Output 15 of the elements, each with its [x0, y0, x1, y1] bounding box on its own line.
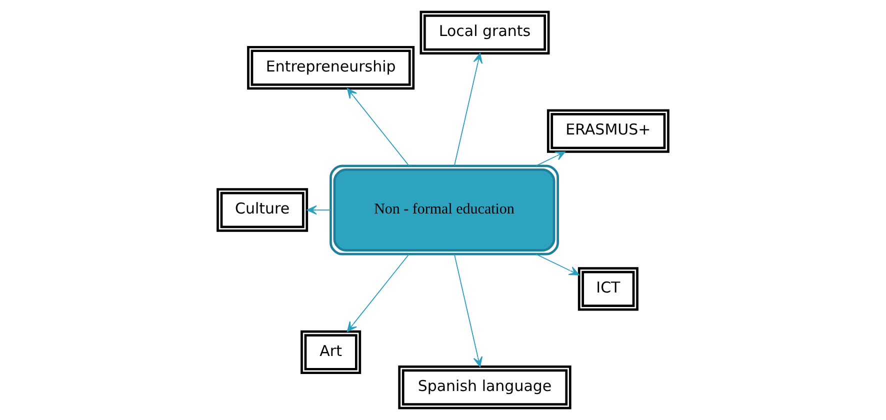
arrow: [536, 254, 580, 276]
node-box: Art: [300, 330, 362, 374]
node-box: Spanish language: [398, 366, 572, 410]
arrow: [346, 88, 410, 166]
node-box: Culture: [216, 188, 308, 232]
node-box: Non - formal education: [330, 164, 559, 256]
arrow: [536, 151, 566, 166]
arrow: [346, 254, 410, 332]
arrow: [454, 254, 483, 368]
node-box: Local grants: [420, 10, 550, 54]
arrow: [306, 205, 332, 215]
node-box: ERASMUS+: [546, 109, 670, 153]
node-box: Entrepreneurship: [247, 46, 415, 90]
node-box: ICT: [578, 267, 638, 311]
arrow: [454, 52, 483, 166]
